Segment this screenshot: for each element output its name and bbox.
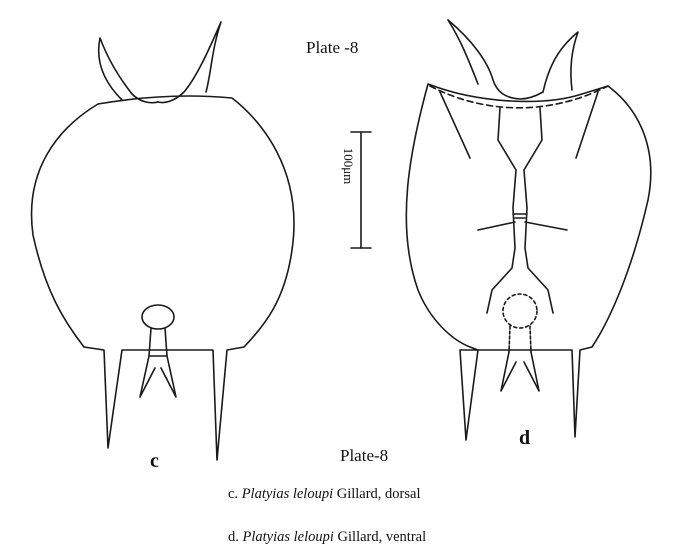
toe-left-d — [500, 351, 517, 392]
rotifer-dorsal-drawing — [30, 21, 295, 461]
median-ridge-right — [523, 107, 554, 314]
caption-species: Platyias leloupi — [241, 486, 334, 502]
caption-letter: d. — [228, 529, 239, 545]
rotifer-ventral-drawing — [405, 19, 652, 441]
median-ridge-left — [486, 107, 517, 314]
anterior-spine-left-d — [447, 19, 544, 100]
toe-left-c — [139, 355, 156, 398]
caption-species: Platyias leloupi — [242, 529, 334, 545]
foot-stem-c — [148, 327, 168, 357]
caption-letter: c. — [228, 486, 239, 502]
foot-oval-c — [141, 304, 175, 330]
caption-description: Gillard, ventral — [333, 529, 427, 545]
anterior-spine-left-c — [97, 37, 159, 104]
lorica-outline-c — [30, 95, 295, 461]
caption-c: c. Platyias leloupi Gillard, dorsal — [228, 486, 421, 503]
figure-label-c: c — [150, 450, 159, 472]
scale-bar — [350, 131, 372, 249]
caption-description: Gillard, dorsal — [333, 486, 421, 502]
anterior-spine-right-d — [542, 31, 579, 93]
anterior-spine-right-c — [157, 21, 222, 104]
toe-right-c — [160, 355, 177, 398]
caption-d: d. Platyias leloupi Gillard, ventral — [228, 529, 426, 546]
head-dashed-arc — [429, 85, 609, 109]
scale-bar-label: 100μm — [341, 147, 356, 185]
foot-circle-d — [502, 293, 538, 329]
plate-title-bottom: Plate-8 — [340, 446, 389, 465]
figure-label-d: d — [519, 427, 531, 449]
lorica-outline-d — [405, 83, 652, 441]
toe-right-d — [523, 351, 540, 392]
plate-title-top: Plate -8 — [306, 38, 359, 57]
